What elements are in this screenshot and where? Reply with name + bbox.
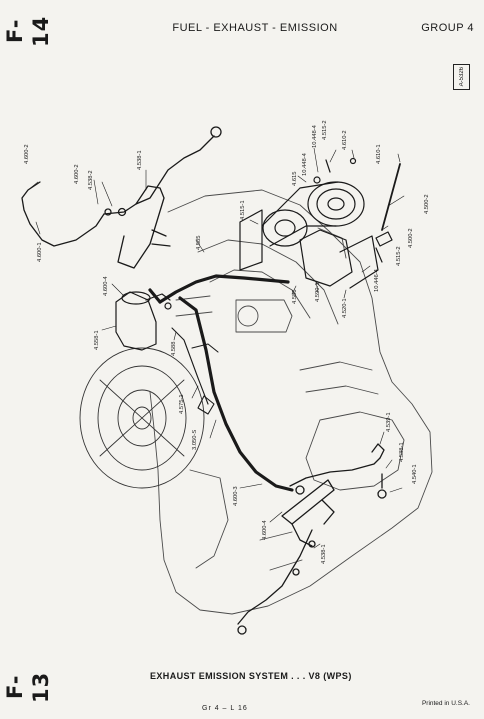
part-label: 4.540-1 [412, 464, 418, 484]
part-label: 4.539-1 [386, 412, 392, 432]
front-pulley [79, 347, 205, 489]
main-air-pipe [148, 274, 294, 492]
part-label: 4.500-2 [424, 194, 430, 214]
page-reference: Gr 4 – L 16 [202, 705, 248, 712]
part-label: 4.615 [292, 171, 298, 186]
part-label: 4.610-1 [376, 144, 382, 164]
part-label: 4.538-1 [399, 442, 405, 462]
part-label: 4.515-2 [322, 120, 328, 140]
part-label: 4.558-1 [94, 330, 100, 350]
part-label: 3.050-S [192, 430, 198, 450]
part-label: 4.600-4 [262, 520, 268, 540]
part-labels: 4.600-2 4.600-2 4.538-2 4.538-1 4.600-1 … [24, 120, 430, 564]
part-label: 10.446-4 [374, 268, 380, 292]
group-label: GROUP 4 [421, 22, 474, 34]
part-label: 4.600-2 [24, 144, 30, 164]
figure-caption: EXHAUST EMISSION SYSTEM . . . V8 (WPS) [150, 671, 352, 681]
part-label: 4.600-1 [37, 242, 43, 262]
part-label: 4.600-4 [103, 276, 109, 296]
leader-lines [27, 147, 405, 549]
page-title: FUEL - EXHAUST - EMISSION [172, 22, 338, 34]
printed-note: Printed in U.S.A. [421, 700, 470, 707]
vacuum-hose [171, 327, 219, 415]
part-label: 4.520-1 [342, 298, 348, 318]
part-label: 4.600-2 [74, 164, 80, 184]
part-label: 4.610-2 [342, 130, 348, 150]
part-label: 4.500-2 [408, 228, 414, 248]
part-label: 4.515-2 [396, 246, 402, 266]
part-label: 4.538-1 [137, 150, 143, 170]
engine-block [149, 189, 433, 615]
air-pump-assembly [239, 157, 401, 289]
part-label: 4.590-1 [315, 282, 321, 302]
part-label: 4.585 [196, 235, 202, 250]
part-label: 4.586 [292, 289, 298, 304]
part-label: 4.575-1 [179, 394, 185, 414]
part-label: 10.448-4 [302, 152, 308, 176]
part-label: 10.448-4 [312, 124, 318, 148]
section-code-bottom: F-13 [3, 671, 53, 703]
part-label: 4.515-1 [240, 200, 246, 220]
check-valve-canister [115, 291, 172, 351]
part-label: 4.538-2 [88, 170, 94, 190]
lower-air-manifold [237, 443, 387, 635]
part-label: 4.588 [171, 341, 177, 356]
part-label: 4.538-1 [321, 544, 327, 564]
figure-reference-box: A-5326 [453, 64, 470, 90]
part-label: 4.600-3 [233, 486, 239, 506]
left-air-pipe [21, 126, 222, 269]
